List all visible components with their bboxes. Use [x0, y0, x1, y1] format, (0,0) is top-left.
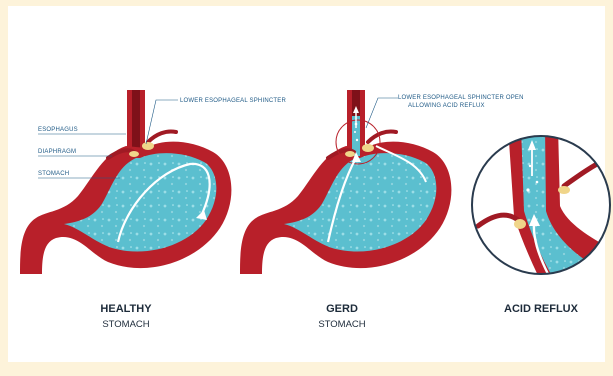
diaphragm-label: DIAPHRAGM: [38, 149, 76, 155]
acid-reflux-zoom: [472, 126, 613, 296]
healthy-caption-title: HEALTHY: [100, 303, 152, 315]
acid-reflux-caption: ACID REFLUX: [504, 303, 579, 315]
esophagus-label: ESOPHAGUS: [38, 127, 78, 133]
les-open-label-line2: ALLOWING ACID REFLUX: [408, 103, 485, 109]
gerd-caption-title: GERD: [326, 303, 358, 315]
gerd-caption-sub: STOMACH: [318, 319, 365, 330]
les-label: LOWER ESOPHAGEAL SPHINCTER: [180, 98, 286, 104]
les-open-label-line1: LOWER ESOPHAGEAL SPHINCTER OPEN: [398, 95, 524, 101]
healthy-caption-sub: STOMACH: [102, 319, 149, 330]
stomach-label: STOMACH: [38, 171, 69, 177]
diagram-card: ESOPHAGUS DIAPHRAGM STOMACH LOWER ESOPHA…: [8, 6, 605, 362]
stomach-diagram: ESOPHAGUS DIAPHRAGM STOMACH LOWER ESOPHA…: [8, 6, 613, 376]
